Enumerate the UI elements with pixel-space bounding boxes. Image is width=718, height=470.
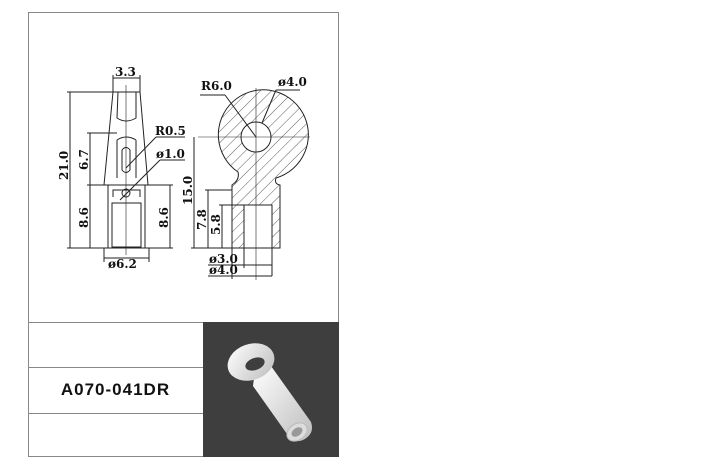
dim-ring-hole-diameter: ø4.0 xyxy=(278,75,307,89)
dim-sleeve-diameter: ø4.0 xyxy=(209,263,238,277)
table-divider xyxy=(28,322,203,323)
dim-bore-diameter: ø3.0 xyxy=(209,252,238,266)
dim-sleeve-height: 7.8 xyxy=(195,209,209,230)
drawing-sheet xyxy=(28,12,339,457)
dim-lower-height-left: 8.6 xyxy=(77,207,91,228)
dim-top-width: 3.3 xyxy=(115,65,136,79)
table-divider xyxy=(28,413,203,414)
part-number: A070-041DR xyxy=(60,380,171,399)
eye-connector-image xyxy=(227,343,312,442)
table-divider xyxy=(28,367,203,368)
dim-bore-depth: 5.8 xyxy=(209,214,223,235)
dim-slot-height: 6.7 xyxy=(77,149,91,170)
dim-lower-height-right: 8.6 xyxy=(157,207,171,228)
side-view xyxy=(67,75,185,262)
dim-hole-diameter: ø1.0 xyxy=(156,147,185,161)
dim-base-diameter: ø6.2 xyxy=(108,257,137,271)
dim-total-height: 21.0 xyxy=(57,151,71,180)
product-photo xyxy=(203,322,339,457)
dim-tip-radius: R0.5 xyxy=(155,124,186,138)
dim-ring-radius: R6.0 xyxy=(201,79,232,93)
front-section-view xyxy=(191,88,310,280)
dim-center-height: 15.0 xyxy=(181,176,195,205)
